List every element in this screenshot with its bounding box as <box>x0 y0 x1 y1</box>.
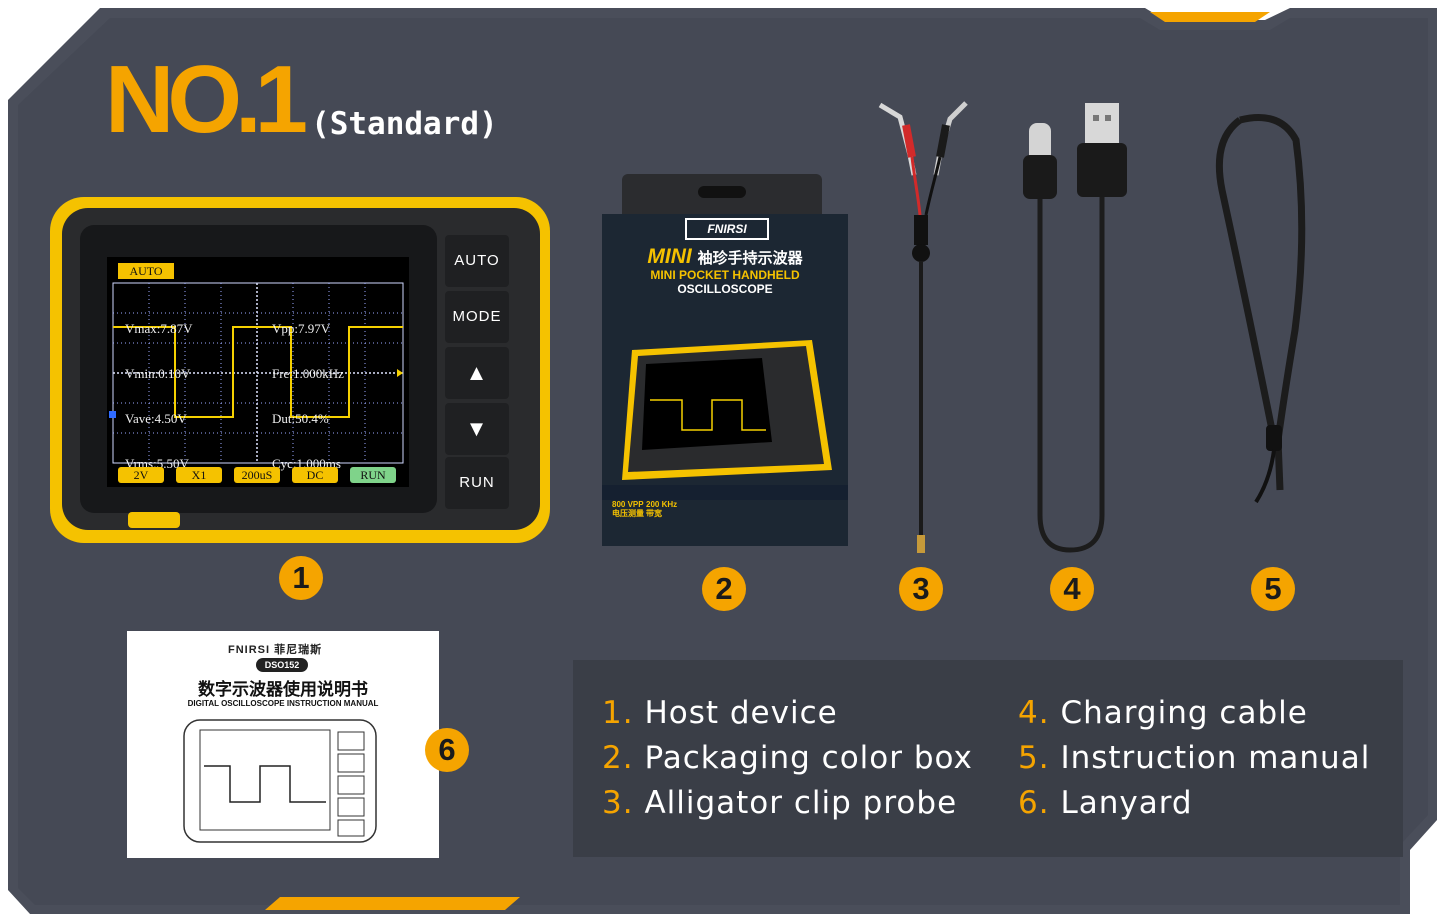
legend-label-6: Lanyard <box>1060 785 1193 821</box>
manual-title-en: DIGITAL OSCILLOSCOPE INSTRUCTION MANUAL <box>187 699 379 708</box>
waveform-display <box>109 282 404 464</box>
readout-dut: Dut:50.4% <box>272 411 329 426</box>
legend-item-1: 1. Host device <box>602 695 838 731</box>
box-hang-hole <box>698 186 746 198</box>
headline-number: NO.1 <box>105 46 308 153</box>
box-device-illustration <box>602 340 848 500</box>
box-specs-2: 200 KHz 带宽 <box>646 500 677 518</box>
box-title-en: MINI <box>647 245 692 268</box>
legend-num-6: 6. <box>1018 785 1050 821</box>
legend-item-5: 5. Instruction manual <box>1018 740 1370 776</box>
legend-label-3: Alligator clip probe <box>644 785 958 821</box>
headline-variant: (Standard) <box>311 106 498 142</box>
box-spec-1-cn: 电压测量 <box>612 509 644 518</box>
chip-probe: X1 <box>176 467 222 483</box>
readout-vave: Vave:4.50V <box>125 411 187 426</box>
chip-volts: 2V <box>118 467 164 483</box>
legend-label-2: Packaging color box <box>644 740 973 776</box>
charging-cable-image <box>1023 103 1127 553</box>
legend-num-3: 3. <box>602 785 634 821</box>
legend-num-5: 5. <box>1018 740 1050 776</box>
box-title-cn: 袖珍手持示波器 <box>697 250 803 267</box>
badge-2: 2 <box>702 567 746 611</box>
box-title: MINI 袖珍手持示波器 <box>602 245 848 269</box>
legend-num-4: 4. <box>1018 695 1050 731</box>
screen-mode-tag: AUTO <box>118 263 174 279</box>
legend-item-2: 2. Packaging color box <box>602 740 973 776</box>
legend-item-4: 4. Charging cable <box>1018 695 1308 731</box>
badge-4: 4 <box>1050 567 1094 611</box>
oscilloscope-screen <box>107 257 409 487</box>
badge-3: 3 <box>899 567 943 611</box>
box-brand: FNIRSI <box>685 218 769 240</box>
chip-coupling: DC <box>292 467 338 483</box>
badge-1: 1 <box>279 556 323 600</box>
manual-device-drawing <box>183 719 377 843</box>
lanyard-image <box>1215 114 1306 504</box>
chip-run: RUN <box>350 467 396 483</box>
device-button-up: ▲ <box>445 347 509 399</box>
box-subtitle-1: MINI POCKET HANDHELD <box>650 268 800 282</box>
box-spec-2: 200 KHz <box>646 500 678 509</box>
badge-5: 5 <box>1251 567 1295 611</box>
legend-label-1: Host device <box>644 695 838 731</box>
legend-label-4: Charging cable <box>1060 695 1308 731</box>
box-subtitle-2: OSCILLOSCOPE <box>677 282 773 296</box>
readout-vmax: Vmax:7.87V <box>125 321 193 336</box>
chip-timebase: 200uS <box>234 467 280 483</box>
headline: NO.1 (Standard) <box>105 52 498 148</box>
alligator-probe-image <box>878 101 968 553</box>
readout-vmin: Vmin:0.10V <box>125 366 191 381</box>
accent-stripe-bottom <box>265 897 520 910</box>
trigger-marker <box>397 369 403 377</box>
legend-label-5: Instruction manual <box>1060 740 1371 776</box>
legend-num-2: 2. <box>602 740 634 776</box>
legend-item-6: 6. Lanyard <box>1018 785 1193 821</box>
box-spec-2-cn: 带宽 <box>646 509 662 518</box>
box-specs: 800 VPP 电压测量 <box>612 500 644 518</box>
square-wave-trace <box>113 326 403 418</box>
manual-model: DSO152 <box>256 658 308 672</box>
center-axes <box>113 283 403 463</box>
legend-item-3: 3. Alligator clip probe <box>602 785 957 821</box>
ground-marker <box>109 411 116 418</box>
device-button-auto: AUTO <box>445 235 509 287</box>
grid-lines <box>113 283 403 463</box>
readout-vpp: Vpp:7.97V <box>272 321 331 336</box>
device-button-down: ▼ <box>445 403 509 455</box>
power-button <box>128 512 180 528</box>
contents-legend <box>573 660 1403 857</box>
readout-fre: Fre:1.000kHz <box>272 366 344 381</box>
device-button-column: AUTO MODE ▲ ▼ RUN <box>445 235 509 513</box>
device-button-mode: MODE <box>445 291 509 343</box>
box-spec-1: 800 VPP <box>612 500 644 509</box>
manual-brand: FNIRSI 菲尼瑞斯 <box>228 644 323 656</box>
device-button-run: RUN <box>445 457 509 509</box>
accent-stripe-top <box>1150 12 1270 22</box>
badge-6: 6 <box>425 728 469 772</box>
manual-title-cn: 数字示波器使用说明书 <box>198 680 368 700</box>
legend-num-1: 1. <box>602 695 634 731</box>
